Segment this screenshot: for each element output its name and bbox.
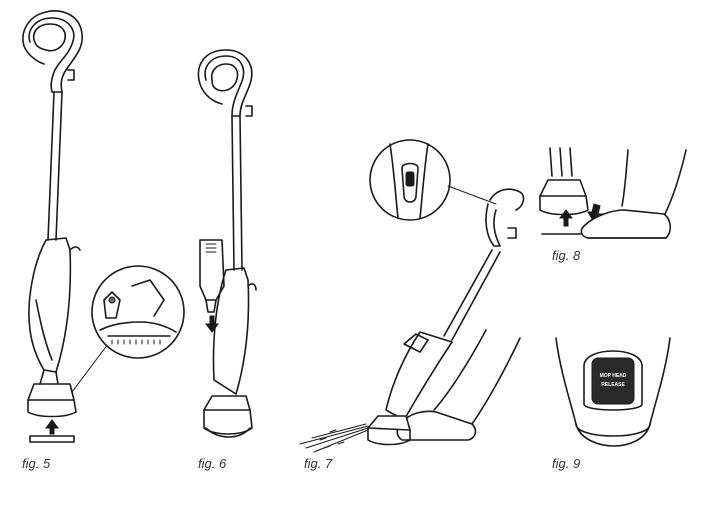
hand <box>489 188 525 211</box>
body-unit <box>385 331 453 421</box>
figure-8-caption: fig. 8 <box>552 248 581 263</box>
mop-head <box>367 415 411 431</box>
mop-head <box>27 383 75 401</box>
figure-9-caption: fig. 9 <box>552 456 581 471</box>
arrow-up-icon <box>559 209 573 227</box>
steam-spray-icon <box>299 423 369 453</box>
mop-head <box>203 395 251 411</box>
mop-head-release-button[interactable] <box>591 357 635 405</box>
figure-7-illustration <box>299 139 525 453</box>
figure-5-caption: fig. 5 <box>22 456 51 471</box>
figure-5-illustration <box>22 10 185 443</box>
release-button-line-1: MOP HEAD <box>600 373 627 379</box>
figure-9-illustration: MOP HEAD RELEASE <box>555 337 671 447</box>
detail-callout-circle <box>91 265 185 359</box>
foot-press-icon <box>580 209 672 239</box>
release-button-line-2: RELEASE <box>601 382 625 388</box>
shaft <box>231 115 243 271</box>
mop-head-body <box>555 337 671 447</box>
handle-loop <box>197 49 253 117</box>
shoe <box>396 410 477 441</box>
mop-pad <box>29 435 75 443</box>
figure-7-caption: fig. 7 <box>304 456 333 471</box>
figure-8-illustration <box>539 147 687 239</box>
zoom-callout-icon <box>447 185 497 205</box>
figure-6-caption: fig. 6 <box>198 456 227 471</box>
leg <box>433 329 521 425</box>
body-unit <box>28 237 72 373</box>
mop-head <box>539 179 587 197</box>
handle-loop <box>22 10 84 93</box>
shaft <box>47 91 63 241</box>
arrow-up-icon <box>45 419 59 435</box>
figure-6-illustration <box>197 49 257 438</box>
shaft <box>443 249 501 341</box>
body-unit <box>212 267 250 395</box>
leg <box>621 149 687 217</box>
